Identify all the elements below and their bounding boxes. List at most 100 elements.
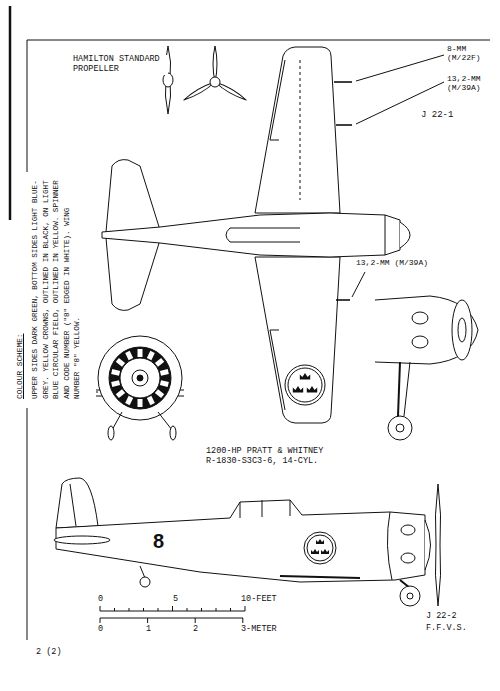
nose-detail bbox=[452, 300, 472, 360]
plan-view bbox=[334, 81, 352, 83]
scale-bar bbox=[129, 608, 130, 611]
engine-label: 1200-HP PRATT & WHITNEY R-1830-S3C3-6, 1… bbox=[205, 447, 333, 467]
plan-view bbox=[230, 228, 300, 229]
plan-view bbox=[270, 330, 285, 410]
plan-view bbox=[336, 299, 350, 301]
side-view bbox=[70, 484, 76, 526]
scale-bar bbox=[242, 618, 243, 623]
plan-view bbox=[255, 47, 340, 213]
scale-unit: 10-FEET bbox=[240, 595, 278, 605]
scale-bar bbox=[158, 608, 159, 611]
side-view bbox=[387, 512, 392, 580]
scale-bar bbox=[100, 606, 101, 611]
side-view bbox=[401, 525, 415, 535]
front-view bbox=[160, 380, 169, 387]
page-number: 2 (2) bbox=[35, 648, 63, 658]
plan-view bbox=[270, 140, 279, 141]
side-view bbox=[54, 478, 441, 606]
plan-view bbox=[255, 257, 340, 423]
plan-view bbox=[285, 365, 325, 405]
scale-bar bbox=[187, 608, 188, 611]
scale-bar bbox=[230, 608, 231, 611]
nose-detail bbox=[398, 362, 400, 416]
gun-label: 13,2-MM (M/39A) bbox=[355, 258, 429, 267]
sheet-frame bbox=[27, 40, 28, 172]
propeller-views bbox=[163, 46, 247, 114]
front-view bbox=[111, 369, 120, 376]
nose-detail bbox=[375, 296, 478, 364]
front-view bbox=[125, 351, 133, 360]
plan-view bbox=[336, 124, 352, 126]
scale-bar bbox=[100, 618, 101, 623]
side-view bbox=[54, 536, 110, 544]
front-view bbox=[120, 358, 160, 398]
side-view bbox=[140, 566, 145, 578]
front-view bbox=[111, 349, 169, 407]
front-view bbox=[96, 392, 98, 393]
nose-detail bbox=[404, 362, 410, 416]
code-number: 8 bbox=[152, 530, 165, 553]
colour-scheme-note: UPPER SIDES DARK GREEN, BOTTOM SIDES LIG… bbox=[30, 176, 83, 400]
side-view bbox=[56, 478, 98, 528]
side-view bbox=[140, 577, 150, 587]
plan-view bbox=[285, 365, 325, 405]
scale-bar bbox=[201, 608, 202, 611]
front-view bbox=[170, 426, 176, 440]
plan-view bbox=[385, 215, 386, 255]
nose-detail bbox=[396, 424, 404, 432]
sheet-frame bbox=[9, 6, 12, 220]
plan-view bbox=[300, 373, 310, 380]
propeller-views bbox=[163, 73, 173, 87]
nose-detail bbox=[458, 318, 466, 342]
side-view bbox=[400, 586, 420, 606]
scale-bar bbox=[172, 606, 173, 611]
colour-scheme-heading: COLOUR SCHEME: bbox=[16, 308, 25, 400]
scale-number: 2 bbox=[192, 625, 199, 635]
sheet-frame bbox=[27, 408, 28, 640]
front-view bbox=[147, 396, 155, 405]
leader-lines bbox=[352, 272, 365, 297]
scale-number: 1 bbox=[145, 625, 152, 635]
front-view bbox=[108, 426, 114, 440]
front-view bbox=[155, 389, 164, 398]
side-view bbox=[307, 535, 333, 561]
side-view bbox=[425, 520, 431, 570]
side-view bbox=[316, 539, 324, 544]
scale-bar bbox=[114, 608, 115, 611]
side-view bbox=[321, 549, 329, 554]
front-view bbox=[137, 375, 143, 381]
scale-bar bbox=[143, 608, 144, 611]
scale-number: 5 bbox=[172, 595, 179, 605]
side-view bbox=[56, 500, 425, 582]
front-view bbox=[98, 336, 182, 420]
plan-view bbox=[270, 330, 279, 331]
front-view bbox=[138, 399, 143, 407]
front-view bbox=[155, 358, 164, 367]
scale-number: 0 bbox=[97, 595, 104, 605]
side-view bbox=[435, 484, 440, 606]
side-view bbox=[407, 593, 413, 599]
plan-view bbox=[102, 47, 410, 423]
plan-view bbox=[300, 60, 301, 200]
plan-view bbox=[293, 386, 303, 393]
front-view bbox=[125, 396, 133, 405]
propeller-views bbox=[183, 46, 247, 102]
scale-bar bbox=[147, 618, 148, 623]
nose-detail bbox=[375, 296, 478, 440]
plan-view bbox=[270, 60, 285, 140]
plan-view bbox=[106, 238, 160, 310]
side-view bbox=[304, 532, 336, 564]
scale-bar bbox=[216, 608, 217, 611]
side-view bbox=[304, 532, 336, 564]
side-view bbox=[240, 500, 290, 518]
plan-view bbox=[288, 368, 322, 402]
plan-view bbox=[226, 228, 230, 242]
maker-label: F.F.V.S. bbox=[425, 624, 468, 634]
plan-view bbox=[106, 160, 160, 232]
front-view bbox=[116, 389, 125, 398]
variant-label: J 22-2 bbox=[425, 612, 458, 622]
propeller-views bbox=[210, 77, 220, 87]
gun-label: 8-MM (M/22F) bbox=[446, 44, 490, 62]
scale-bar bbox=[100, 618, 243, 619]
leader-lines bbox=[356, 55, 444, 81]
